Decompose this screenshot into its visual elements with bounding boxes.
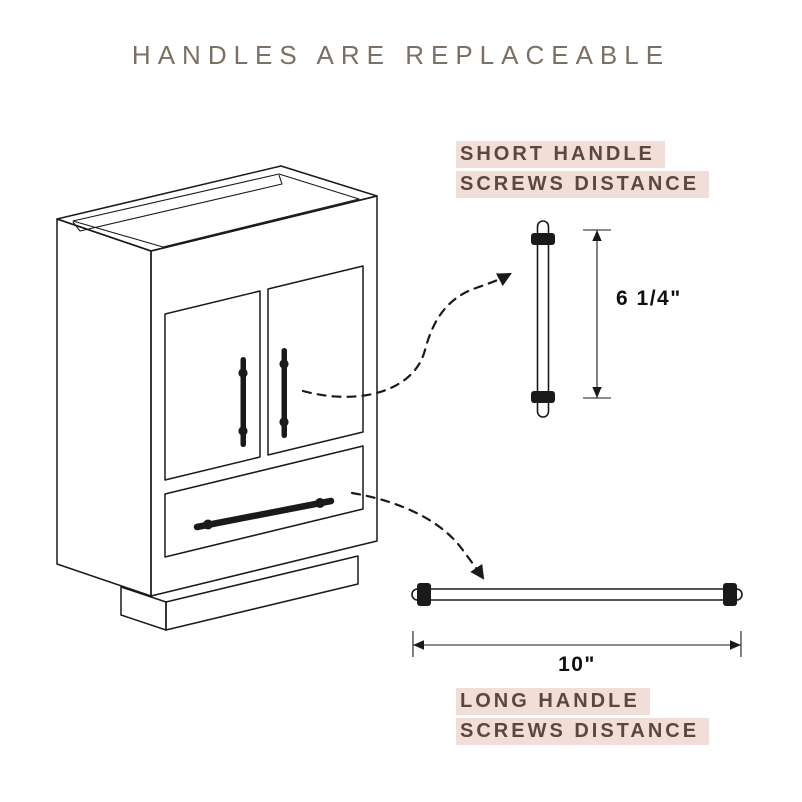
cabinet-left-side — [56, 218, 152, 597]
long-handle-grip — [411, 588, 743, 601]
long-handle-drawing — [411, 583, 743, 606]
long-handle-left-screw — [417, 583, 431, 606]
arrow-to-long-handle — [350, 491, 485, 580]
kick-base-side — [120, 586, 167, 631]
cabinet-front-face — [150, 195, 378, 597]
short-handle-label-line1: SHORT HANDLE — [456, 141, 665, 168]
short-handle-drawing — [531, 220, 555, 418]
long-handle-dimension-lines — [412, 631, 742, 657]
arrow-to-short-handle — [301, 272, 512, 398]
kick-base-front — [165, 555, 359, 631]
left-door-handle — [238, 357, 248, 447]
drawer-handle — [193, 497, 335, 531]
long-handle-label-line1: LONG HANDLE — [456, 688, 650, 715]
cabinet-interior-back — [72, 174, 283, 232]
short-handle-dimension-text: 6 1/4" — [616, 287, 682, 310]
short-handle-bottom-screw — [531, 391, 555, 403]
short-handle-label: SHORT HANDLE SCREWS DISTANCE — [456, 141, 710, 198]
short-handle-dimension-lines — [583, 229, 611, 399]
short-handle-grip — [536, 220, 550, 418]
right-door — [267, 265, 364, 456]
short-handle-label-line2: SCREWS DISTANCE — [456, 171, 710, 198]
vanity-cabinet-drawing — [56, 165, 378, 631]
cabinet-top-rim — [56, 165, 378, 252]
page-title: HANDLES ARE REPLACEABLE — [131, 40, 671, 70]
cabinet-top-rim-inner — [72, 173, 360, 248]
long-handle-label-line2: SCREWS DISTANCE — [456, 718, 710, 745]
long-handle-dimension-text: 10" — [558, 653, 596, 676]
left-door — [164, 290, 261, 481]
right-door-handle — [279, 348, 289, 438]
short-handle-top-screw — [531, 233, 555, 245]
long-handle-label: LONG HANDLE SCREWS DISTANCE — [456, 688, 710, 745]
long-handle-right-screw — [723, 583, 737, 606]
drawer-front — [164, 445, 364, 558]
